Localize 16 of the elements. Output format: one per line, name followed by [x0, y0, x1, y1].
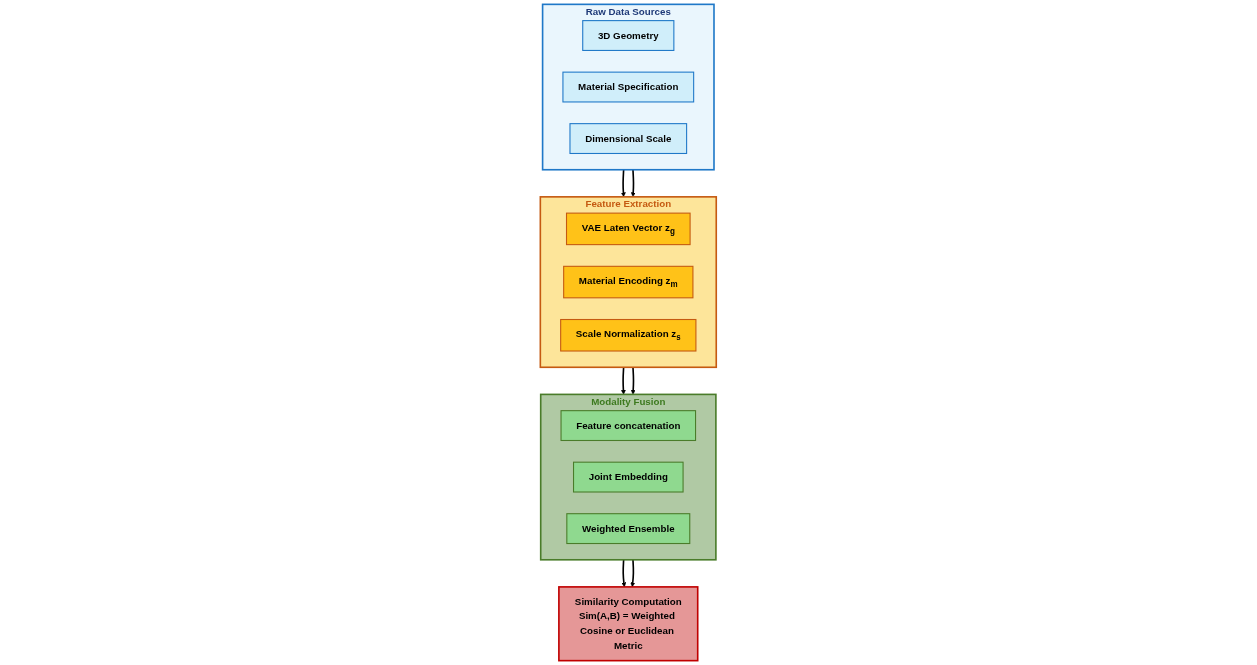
- node-box: Similarity Computation Sim(A,B) = Weighted Cosine or Euclidean Metric: [558, 586, 699, 662]
- node-box: Material Specification: [562, 71, 695, 103]
- node-box: VAE Laten Vector z$_{g}$: [566, 212, 691, 246]
- arrow: [630, 558, 636, 588]
- arrow: [631, 168, 636, 198]
- arrow: [631, 366, 636, 395]
- node-box: Scale Normalization z$_{s}$: [560, 318, 697, 352]
- node-box: Weighted Ensemble: [566, 513, 691, 545]
- node-box: Joint Embedding: [573, 461, 684, 493]
- arrow: [621, 168, 626, 198]
- arrow: [621, 366, 626, 395]
- arrow: [621, 558, 627, 588]
- node-box: Material Encoding z$_{m}$: [563, 265, 694, 299]
- node-box: Feature concatenation: [560, 410, 697, 442]
- node-box: Dimensional Scale: [569, 123, 688, 154]
- node-box: 3D Geometry: [582, 20, 675, 51]
